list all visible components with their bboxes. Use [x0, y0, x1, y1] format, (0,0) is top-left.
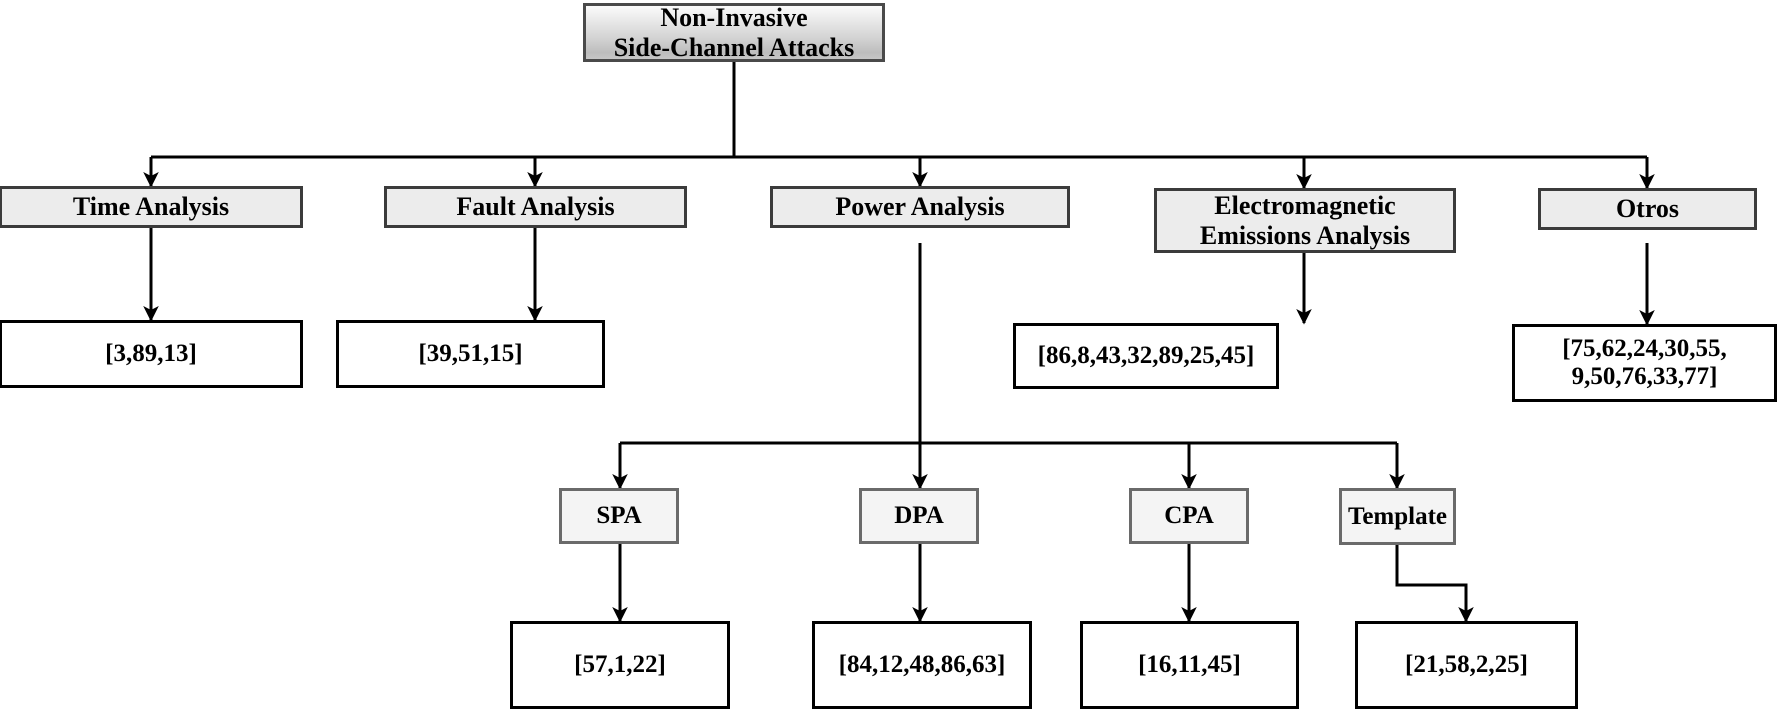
node-electromagnetic-emissions-analysis[interactable]: Electromagnetic Emissions Analysis	[1154, 188, 1456, 253]
refs-spa[interactable]: [57,1,22]	[510, 621, 730, 709]
node-power-analysis[interactable]: Power Analysis	[770, 186, 1070, 228]
refs-cpa[interactable]: [16,11,45]	[1080, 621, 1299, 709]
node-time-analysis[interactable]: Time Analysis	[0, 186, 303, 228]
node-fault-analysis[interactable]: Fault Analysis	[384, 186, 687, 228]
node-template[interactable]: Template	[1339, 488, 1456, 545]
refs-electromagnetic-emissions-analysis[interactable]: [86,8,43,32,89,25,45]	[1013, 323, 1279, 389]
node-root[interactable]: Non-Invasive Side-Channel Attacks	[583, 3, 885, 62]
refs-template[interactable]: [21,58,2,25]	[1355, 621, 1578, 709]
node-cpa[interactable]: CPA	[1129, 488, 1249, 544]
node-otros[interactable]: Otros	[1538, 188, 1757, 230]
refs-dpa[interactable]: [84,12,48,86,63]	[812, 621, 1032, 709]
node-spa[interactable]: SPA	[559, 488, 679, 544]
refs-otros[interactable]: [75,62,24,30,55, 9,50,76,33,77]	[1512, 324, 1777, 402]
refs-time-analysis[interactable]: [3,89,13]	[0, 320, 303, 388]
refs-fault-analysis[interactable]: [39,51,15]	[336, 320, 605, 388]
node-dpa[interactable]: DPA	[859, 488, 979, 544]
edge-template-to-refs	[1395, 545, 1474, 623]
